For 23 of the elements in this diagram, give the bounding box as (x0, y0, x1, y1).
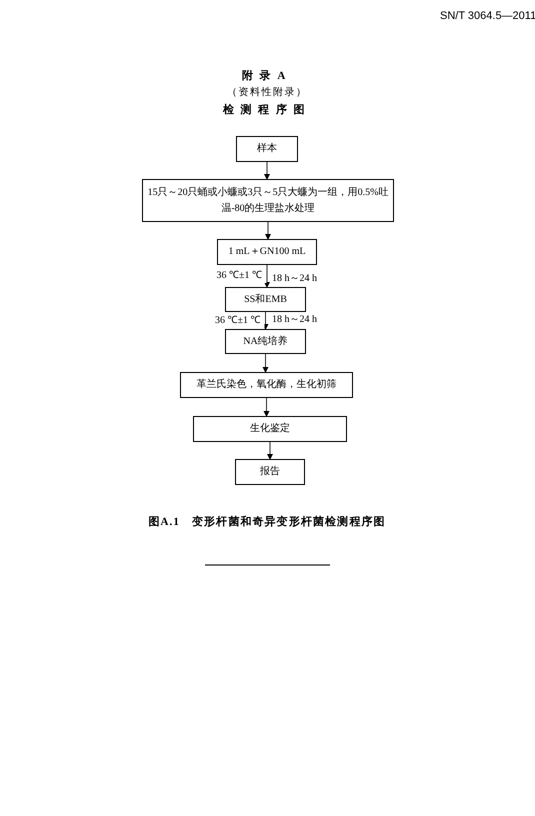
incubation-time: 18 h～24 h (272, 313, 317, 327)
incubation-time: 18 h～24 h (272, 272, 317, 286)
arrow (264, 162, 270, 180)
appendix-heading: 附录A (242, 69, 292, 84)
arrow (265, 222, 271, 240)
appendix-note: （资料性附录） (226, 86, 308, 100)
process-box: 1 mL＋GN100 mL (217, 239, 317, 265)
edge-label: 36 ℃±1 ℃ (216, 268, 266, 283)
arrow (262, 312, 268, 330)
figure-caption: 图A.1 变形杆菌和奇异变形杆菌检测程序图 (148, 514, 386, 530)
process-box: 样本 (236, 136, 298, 162)
process-box: NA纯培养 (225, 329, 306, 354)
arrow (264, 264, 270, 288)
process-box: SS和EMB (225, 287, 306, 312)
diagram-title: 检测程序图 (223, 102, 311, 118)
process-box: 革兰氏染色，氧化酶，生化初筛 (180, 372, 353, 398)
arrow (267, 442, 273, 460)
arrow (262, 354, 268, 373)
process-box: 生化鉴定 (193, 416, 347, 442)
process-box: 15只～20只蛹或小蠊或3只～5只大蠊为一组，用0.5%吐温-80的生理盐水处理 (142, 179, 394, 222)
edge-label: 36 ℃±1 ℃ (215, 312, 264, 328)
arrow (264, 398, 270, 417)
process-box: 报告 (235, 459, 305, 485)
